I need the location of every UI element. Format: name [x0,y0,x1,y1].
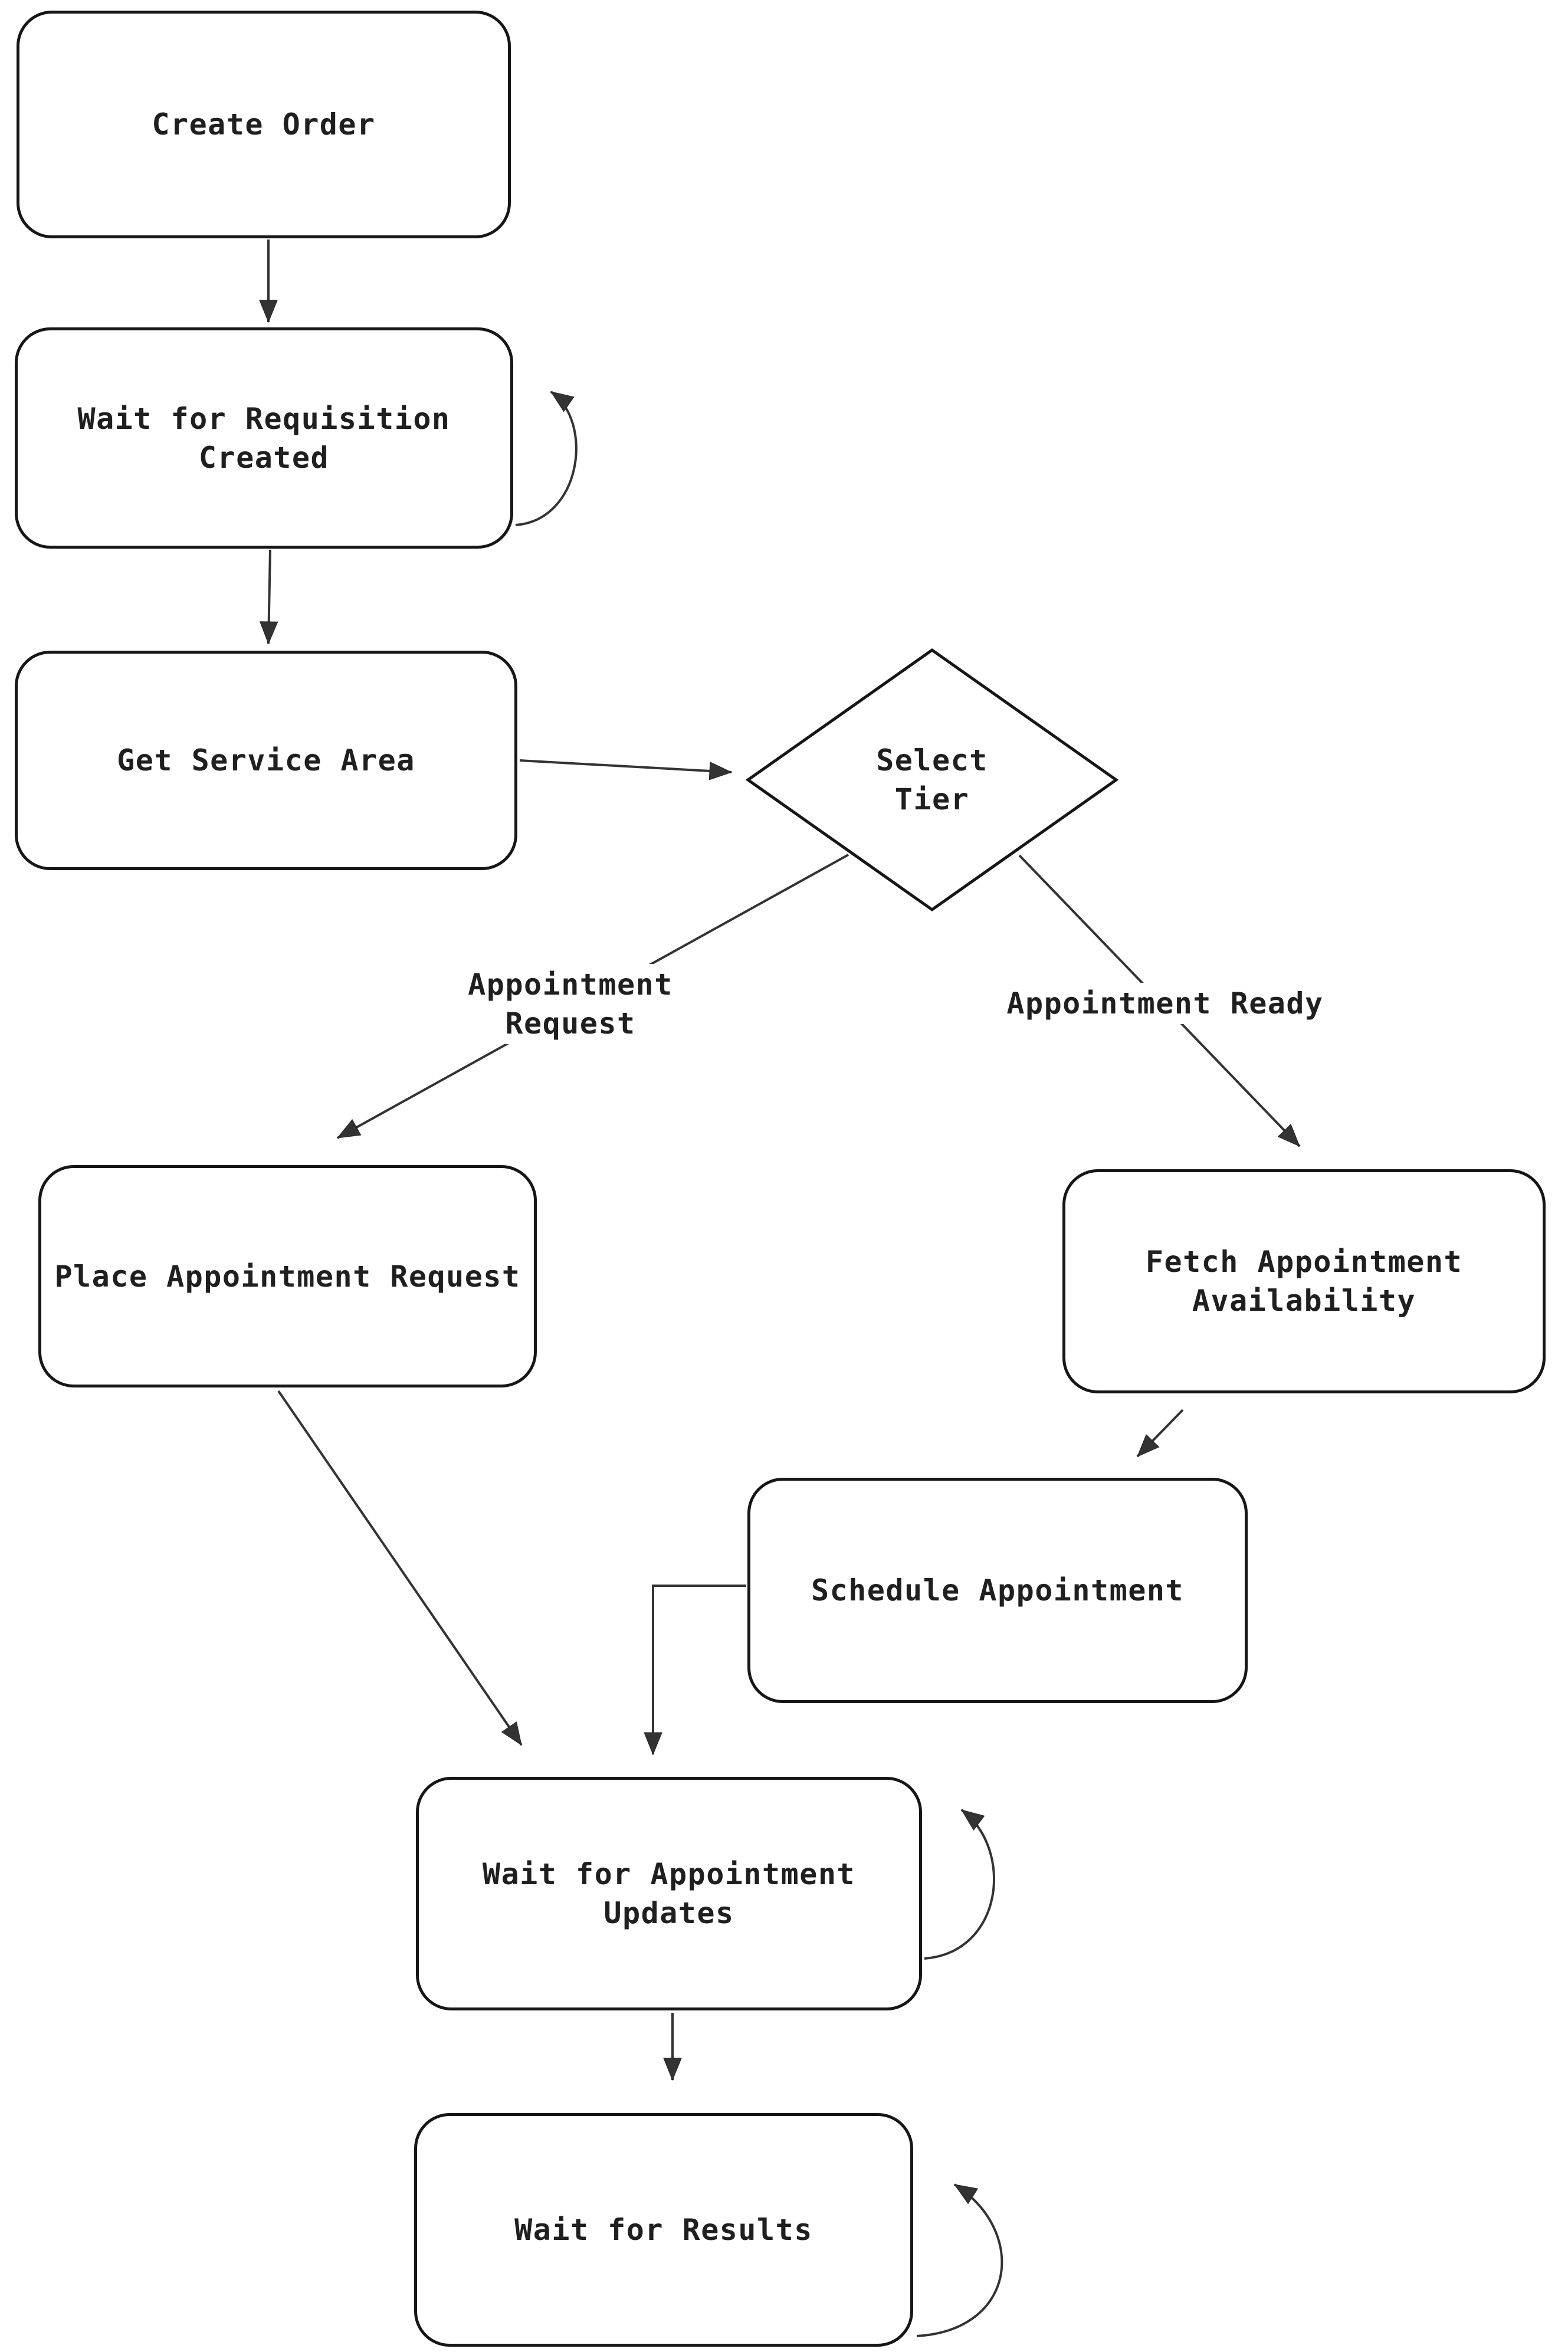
node-place-appointment-request-label: Place Appointment Request [54,1259,521,1294]
node-create-order: Create Order [17,11,511,238]
decision-select-tier-label: Select Tier [876,743,988,816]
edge-label-appointment-ready: Appointment Ready [997,983,1333,1024]
node-schedule-appointment-label: Schedule Appointment [811,1573,1185,1608]
node-wait-for-requisition-created-label: Wait for Requisition Created [77,401,451,475]
arrow-schedule-appointment-to-wait-appointment-updates [644,1585,746,1756]
node-place-appointment-request: Place Appointment Request [38,1165,537,1387]
arrow-place-request-to-wait-appointment-updates [277,1390,523,1746]
self-loop-wait-results [916,2183,1003,2337]
node-wait-for-appointment-updates-label: Wait for Appointment Updates [482,1857,856,1930]
node-fetch-appointment-availability: Fetch Appointment Availability [1062,1169,1546,1393]
node-wait-for-results: Wait for Results [414,2113,913,2347]
edge-label-appointment-request: Appointment Request [458,964,683,1044]
node-wait-for-requisition-created: Wait for Requisition Created [15,327,513,549]
node-get-service-area: Get Service Area [15,651,517,870]
arrow-fetch-availability-to-schedule-appointment [1136,1409,1184,1458]
self-loop-wait-requisition [515,391,578,526]
node-schedule-appointment: Schedule Appointment [747,1478,1248,1703]
node-fetch-appointment-availability-label: Fetch Appointment Availability [1145,1245,1463,1318]
arrow-wait-requisition-to-get-service-area [259,549,278,645]
node-create-order-label: Create Order [152,107,376,142]
self-loop-wait-appointment-updates [924,1809,995,1960]
node-wait-for-appointment-updates: Wait for Appointment Updates [416,1777,922,2010]
decision-select-tier-shape [745,648,1119,912]
arrow-get-service-area-to-select-tier [519,759,733,780]
node-wait-for-results-label: Wait for Results [514,2213,813,2247]
node-get-service-area-label: Get Service Area [117,743,415,778]
